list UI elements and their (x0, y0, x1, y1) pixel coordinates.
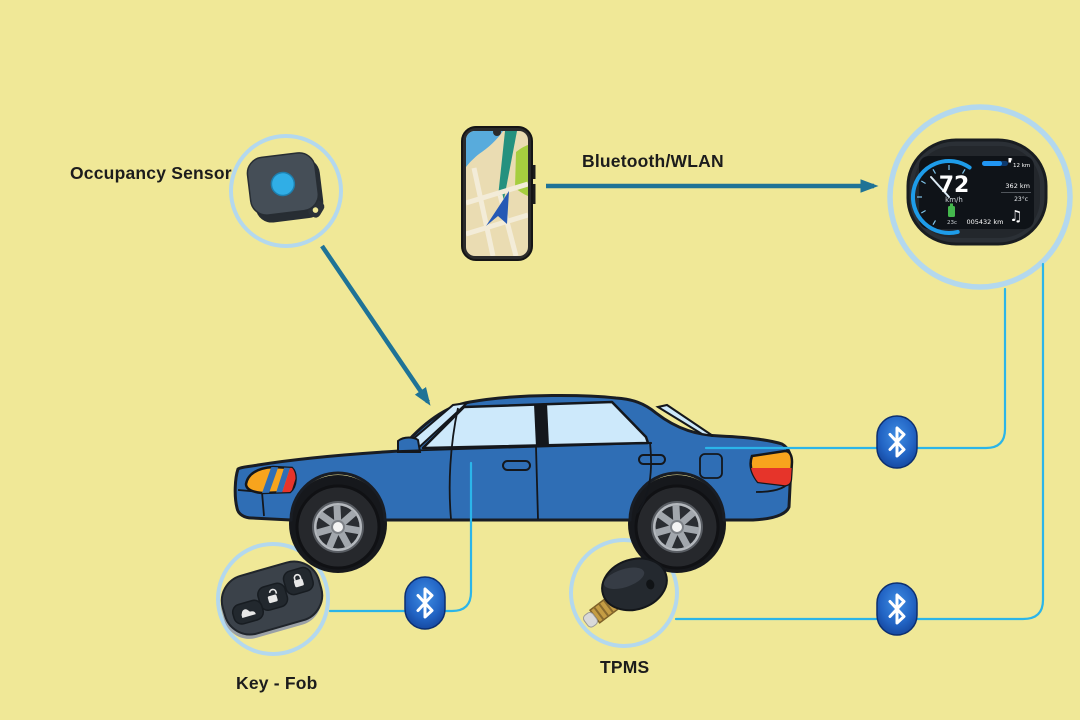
tail-light (749, 449, 794, 487)
front-wheel (297, 486, 379, 568)
fuel-door (699, 453, 723, 479)
phone-notch (493, 128, 501, 136)
odometer: 005432 km (967, 218, 1004, 226)
rear-wheel (636, 486, 718, 568)
map-water (466, 131, 503, 167)
bluetooth-icon-keyfob (403, 575, 447, 631)
label-bluetooth-wlan: Bluetooth/WLAN (582, 151, 724, 171)
instrument-cluster: 72 km/h 12 km 362 km 23°c ♫ 23c 005432 k… (906, 138, 1048, 246)
key-fob-device (220, 560, 324, 639)
music-note-icon: ♫ (1009, 207, 1022, 225)
label-key-fob: Key - Fob (236, 673, 318, 693)
cluster-screen (919, 156, 1034, 229)
b-pillar (534, 403, 549, 447)
rear-window (655, 403, 714, 437)
connector-lines (328, 262, 1045, 621)
range-total: 362 km (1005, 182, 1030, 190)
key-fob-halo (216, 542, 330, 656)
label-occupancy-sensor: Occupancy Sensor (70, 163, 232, 183)
fuel-bar (982, 161, 1002, 166)
connector-car-to-cluster (704, 287, 1007, 450)
bluetooth-icon-tpms (875, 581, 919, 637)
car-illustration (233, 393, 794, 573)
fuel-range: 12 km (1013, 163, 1030, 169)
battery-temp: 23c (947, 220, 957, 226)
occupancy-sensor-device (246, 152, 325, 223)
map-route-ribbon (498, 131, 517, 199)
trunk-icon (241, 609, 256, 618)
lock-icon (293, 573, 304, 588)
rear-door-handle (638, 454, 666, 465)
label-tpms: TPMS (600, 657, 650, 677)
sensor-button (270, 171, 296, 197)
connector-tpms-to-cluster (674, 262, 1045, 621)
fuel-pump-icon (1008, 158, 1013, 163)
smartphone-map (461, 126, 536, 261)
speedometer-arc (910, 159, 972, 235)
tpms-halo (569, 538, 679, 648)
speed-unit: km/h (945, 196, 963, 204)
speedometer-needle (930, 176, 950, 198)
connector-keyfob-to-car (328, 461, 473, 613)
speed-value: 72 (939, 173, 970, 198)
mirror (397, 436, 422, 453)
arrow-sensor-to-car (320, 244, 431, 406)
navigation-arrow-icon (486, 191, 509, 226)
unlock-icon (267, 588, 278, 604)
front-door-handle (502, 460, 531, 471)
battery-icon (948, 203, 955, 217)
outside-temp: 23°c (1014, 196, 1028, 203)
bluetooth-icon-car (875, 414, 919, 470)
occupancy-sensor-halo (229, 134, 343, 248)
tpms-sensor-device (582, 557, 668, 628)
speedometer-ticks (917, 165, 966, 226)
cluster-halo (887, 104, 1073, 290)
headlight (244, 465, 297, 495)
